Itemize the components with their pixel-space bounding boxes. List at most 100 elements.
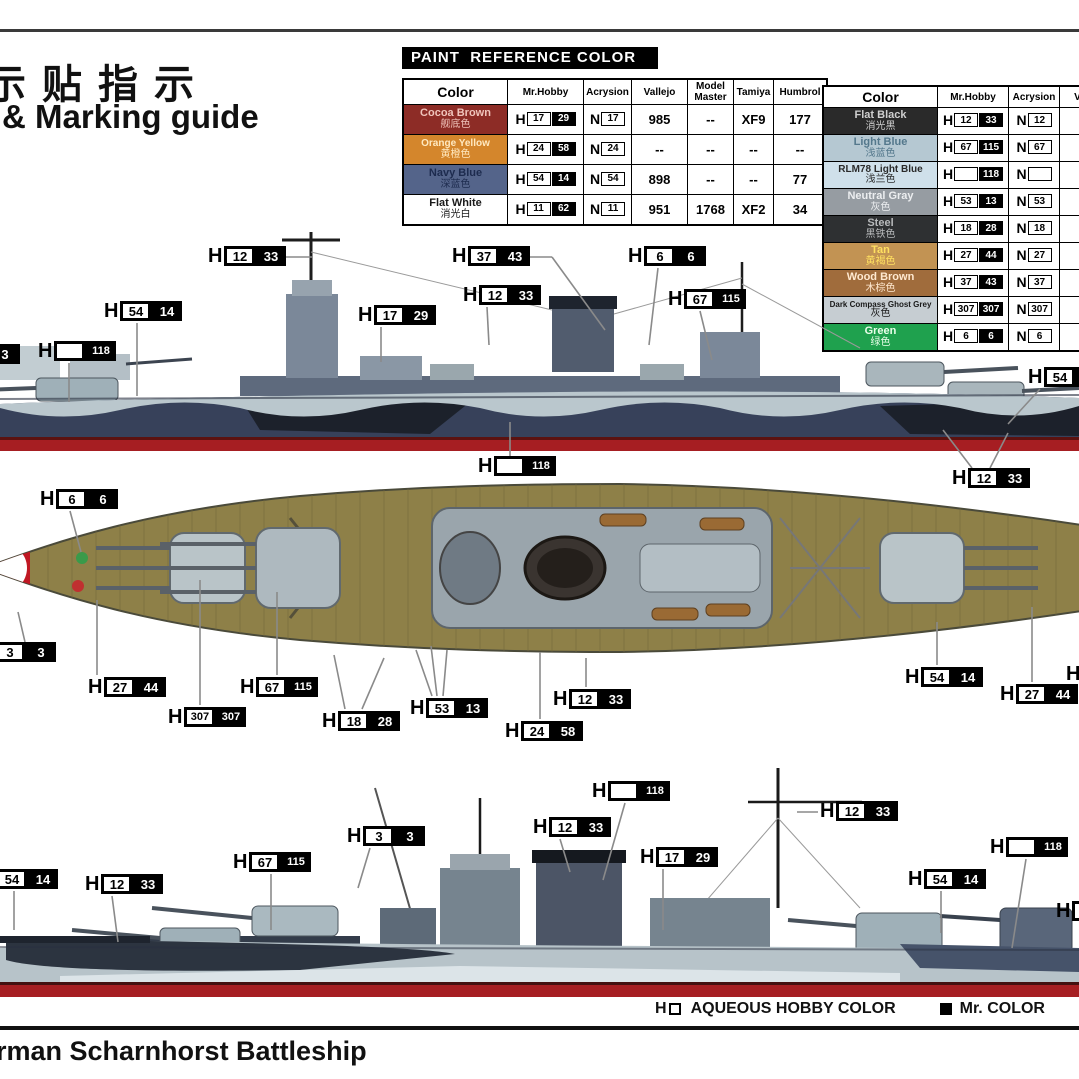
column-header: Color	[402, 78, 508, 105]
mr-color-number-box: 118	[639, 781, 671, 801]
aqueous-number-box: 18	[338, 711, 370, 731]
column-header: Mr.Hobby	[937, 85, 1009, 108]
bottom-ship-hull	[0, 936, 1079, 985]
aqueous-number-box: 17	[656, 847, 688, 867]
aqueous-number-box	[1006, 837, 1038, 857]
aqueous-prefix: H	[820, 800, 835, 822]
aqueous-number-box: 12	[836, 801, 868, 821]
legend-aqueous-label: AQUEOUS HOBBY COLOR	[690, 1000, 896, 1017]
aqueous-prefix: H	[347, 825, 362, 847]
aqueous-number-box: 12	[569, 689, 601, 709]
aqueous-number-box: 67	[256, 677, 288, 697]
column-header: Vallejo	[631, 78, 688, 105]
column-header: Tamiya	[733, 78, 774, 105]
mr-color-number-box: 14	[1075, 367, 1079, 387]
aqueous-number-box: 307	[184, 707, 216, 727]
aqueous-prefix: H	[38, 340, 53, 362]
mr-color-number-box: 33	[510, 285, 542, 305]
aqueous-number-box	[1072, 901, 1079, 921]
aqueous-prefix: H	[452, 245, 467, 267]
mr-color-number-box: 58	[552, 721, 584, 741]
top-ship-hull	[0, 391, 1079, 440]
mr-color-number-box: 33	[600, 689, 632, 709]
aqueous-prefix: H	[505, 720, 520, 742]
aqueous-number-box: 12	[549, 817, 581, 837]
paint-row: Flat Black消光黑H1233N1295	[822, 107, 1079, 135]
ship-side-profile-bottom	[0, 768, 1079, 997]
aqueous-number-box: 54	[1044, 367, 1076, 387]
paint-code: 951	[631, 194, 688, 226]
aqueous-number-box: 12	[479, 285, 511, 305]
paint-code: 898	[631, 164, 688, 195]
top-divider	[0, 29, 1079, 32]
mr-color-number-box: 14	[27, 869, 59, 889]
mr-color-number-box: 307	[215, 707, 247, 727]
mr-color-number-box: 44	[1047, 684, 1079, 704]
aqueous-number-box: 67	[249, 852, 281, 872]
aqueous-prefix: H	[592, 780, 607, 802]
mr-color-number-box: 33	[132, 874, 164, 894]
paint-code: XF9	[733, 104, 774, 135]
mr-color-number-box: 28	[369, 711, 401, 731]
mr-color-number-box: 44	[135, 677, 167, 697]
aqueous-prefix: H	[1028, 366, 1043, 388]
aqueous-number-box: 67	[684, 289, 716, 309]
aqueous-number-box: 27	[104, 677, 136, 697]
paint-callout-deck-plan: H33	[0, 642, 57, 662]
aqueous-prefix: H	[463, 284, 478, 306]
mr-color-number-box: 29	[405, 305, 437, 325]
aqueous-prefix: H	[628, 245, 643, 267]
aqueous-prefix: H	[478, 455, 493, 477]
aqueous-prefix: H	[88, 676, 103, 698]
mr-color-number-box: 3	[394, 826, 426, 846]
mr-color-number-box: 33	[999, 468, 1031, 488]
aqueous-prefix: H	[233, 851, 248, 873]
paint-code: --	[1059, 296, 1079, 324]
aqueous-number-box: 3	[0, 642, 26, 662]
paint-callout-bottom-profile: H	[1056, 901, 1079, 921]
aqueous-prefix: H	[533, 816, 548, 838]
mr-color-number-box: 14	[955, 869, 987, 889]
aqueous-number-box: 53	[426, 698, 458, 718]
aqueous-prefix: H	[85, 873, 100, 895]
aqueous-prefix: H	[1056, 900, 1071, 922]
paint-row: Light Blue浅蓝色H67115N6790	[822, 134, 1079, 162]
mr-color-number-box: 3	[25, 642, 57, 662]
